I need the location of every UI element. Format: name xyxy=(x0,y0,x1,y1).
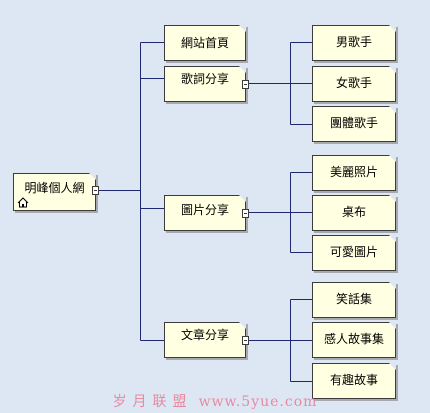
fold-corner-icon xyxy=(239,322,246,329)
collapse-toggle-icon[interactable] xyxy=(242,80,249,89)
fold-corner-icon xyxy=(239,66,246,73)
root-node[interactable]: 明峰個人網 xyxy=(13,173,99,211)
fold-corner-icon xyxy=(89,173,96,180)
fold-corner-icon xyxy=(389,66,396,73)
leaf-node[interactable]: 團體歌手 xyxy=(312,106,396,142)
collapse-toggle-icon[interactable] xyxy=(92,186,99,195)
leaf-node-label: 笑話集 xyxy=(335,292,372,306)
leaf-node-label: 美麗照片 xyxy=(329,165,378,179)
leaf-node-label: 感人故事集 xyxy=(323,332,384,346)
leaf-node[interactable]: 笑話集 xyxy=(312,282,396,318)
leaf-node[interactable]: 女歌手 xyxy=(312,66,396,102)
fold-corner-icon xyxy=(389,235,396,242)
leaf-node-label: 團體歌手 xyxy=(329,116,378,130)
category-node-label: 圖片分享 xyxy=(180,203,229,217)
leaf-node-label: 桌布 xyxy=(341,205,366,219)
category-node-label: 文章分享 xyxy=(180,328,229,342)
leaf-node[interactable]: 桌布 xyxy=(312,195,396,231)
fold-corner-icon xyxy=(389,363,396,370)
category-node-lyrics[interactable]: 歌詞分享 xyxy=(164,66,249,102)
fold-corner-icon xyxy=(389,106,396,113)
home-icon xyxy=(17,197,29,208)
leaf-node-label: 女歌手 xyxy=(335,76,372,90)
category-node-label: 歌詞分享 xyxy=(180,72,229,86)
category-node-articles[interactable]: 文章分享 xyxy=(164,322,249,358)
watermark: 岁月联盟 www.5yue.com xyxy=(0,391,430,411)
category-node-label: 網站首頁 xyxy=(180,36,229,50)
fold-corner-icon xyxy=(389,195,396,202)
leaf-node[interactable]: 感人故事集 xyxy=(312,322,396,358)
watermark-url: www.5yue.com xyxy=(198,394,318,410)
fold-corner-icon xyxy=(389,322,396,329)
category-node-home[interactable]: 網站首頁 xyxy=(164,25,246,61)
leaf-node[interactable]: 美麗照片 xyxy=(312,155,396,191)
fold-corner-icon xyxy=(389,155,396,162)
category-node-pictures[interactable]: 圖片分享 xyxy=(164,195,249,231)
collapse-toggle-icon[interactable] xyxy=(242,209,249,218)
leaf-node[interactable]: 男歌手 xyxy=(312,25,396,61)
collapse-toggle-icon[interactable] xyxy=(242,336,249,345)
fold-corner-icon xyxy=(389,282,396,289)
leaf-node[interactable]: 可愛圖片 xyxy=(312,235,396,271)
root-node-label: 明峰個人網 xyxy=(24,181,85,195)
leaf-node-label: 有趣故事 xyxy=(329,373,378,387)
leaf-node-label: 男歌手 xyxy=(335,35,372,49)
fold-corner-icon xyxy=(389,25,396,32)
watermark-chinese: 岁月联盟 xyxy=(112,394,193,410)
leaf-node-label: 可愛圖片 xyxy=(329,245,378,259)
leaf-node[interactable]: 有趣故事 xyxy=(312,363,396,399)
fold-corner-icon xyxy=(239,25,246,32)
fold-corner-icon xyxy=(239,195,246,202)
